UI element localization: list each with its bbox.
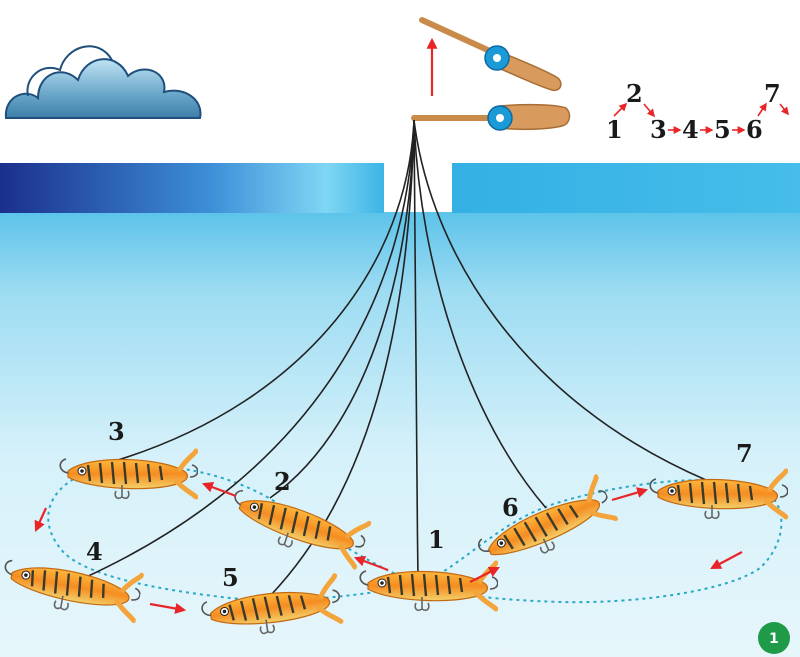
fishing-lines [83, 119, 707, 597]
arrow-4-to-5 [149, 602, 187, 614]
arrow-1-to-2 [353, 555, 389, 572]
sequence-legend: 2 7 1 3 4 5 6 [606, 79, 789, 144]
arrow-2-to-3 [201, 481, 237, 498]
position-label-5: 5 [222, 563, 239, 592]
cloud-icon [4, 45, 202, 119]
legend-top-right: 7 [764, 79, 781, 108]
legend-step-4: 4 [682, 115, 699, 144]
page-badge-label: 1 [769, 631, 779, 647]
page-badge: 1 [758, 622, 790, 654]
position-label-2: 2 [274, 467, 291, 496]
legend-step-5: 5 [714, 115, 731, 144]
arrow-6-to-7 [611, 487, 649, 502]
rod-raised-icon [419, 17, 562, 92]
legend-step-6: 6 [746, 115, 763, 144]
arrow-7-return [710, 551, 743, 570]
arrow-3-to-4 [34, 507, 48, 533]
rod-lowered-icon [411, 103, 571, 131]
lure-path [47, 464, 783, 604]
arrow-5-to-6 [469, 567, 500, 583]
ice-layer-right [452, 163, 800, 213]
position-label-7: 7 [736, 439, 753, 468]
legend-top-left: 2 [626, 79, 643, 108]
position-label-6: 6 [502, 493, 519, 522]
legend-step-1: 1 [606, 115, 623, 144]
ice-layer-left [0, 163, 384, 213]
legend-step-3: 3 [650, 115, 667, 144]
position-label-4: 4 [86, 537, 103, 566]
movement-arrows [34, 481, 743, 614]
position-label-1: 1 [428, 525, 445, 554]
position-label-3: 3 [108, 417, 125, 446]
